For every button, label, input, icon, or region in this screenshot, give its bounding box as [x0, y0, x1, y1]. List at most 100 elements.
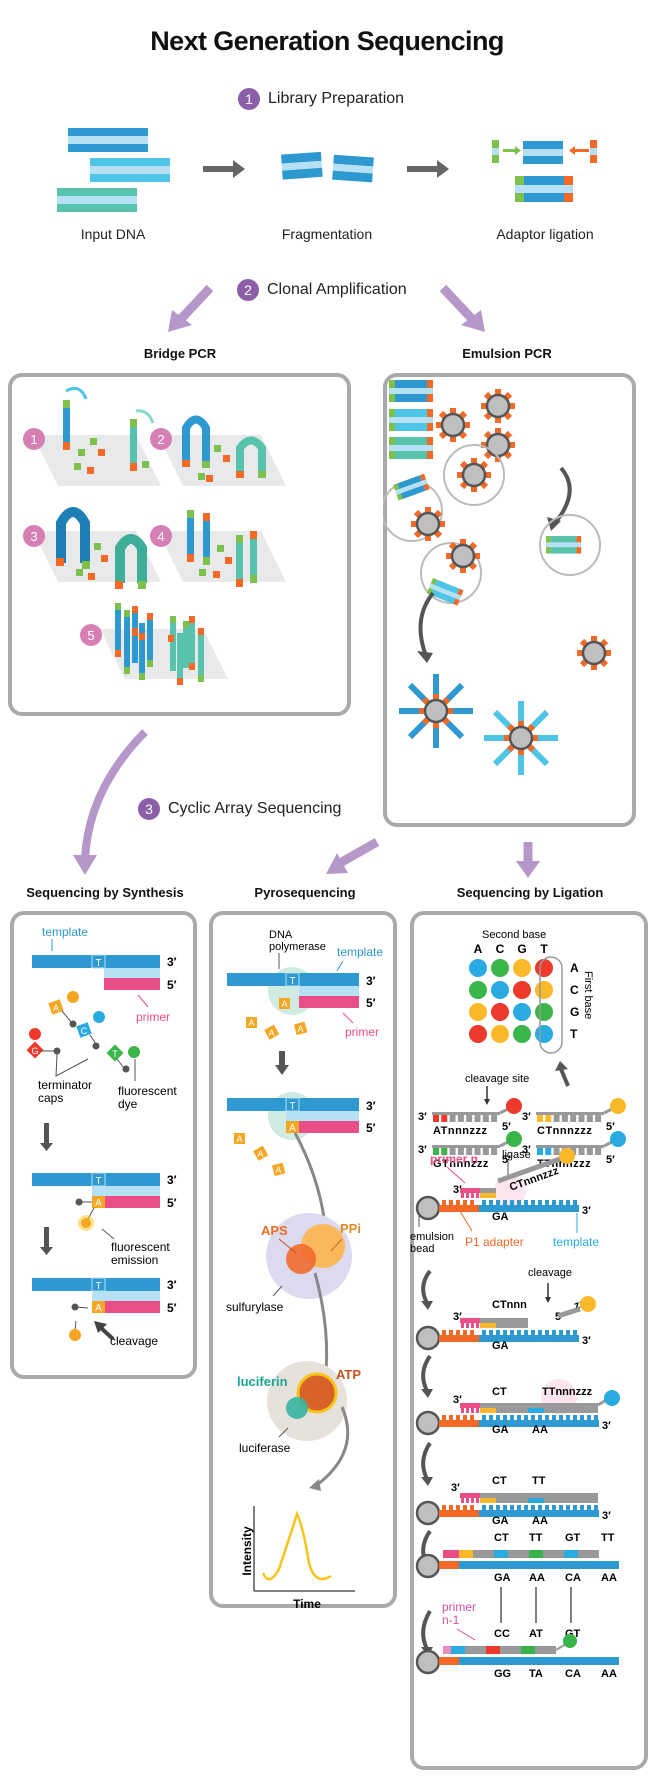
library-prep-graphic [57, 128, 597, 212]
svg-text:CT: CT [492, 1475, 507, 1487]
svg-text:GA: GA [492, 1211, 509, 1223]
svg-text:3′: 3′ [453, 1184, 462, 1196]
svg-text:A: A [53, 1003, 59, 1013]
emulsion-bead-label: emulsion [410, 1231, 454, 1243]
cleavage-label: cleavage [528, 1267, 572, 1279]
stage-number: 3 [30, 529, 37, 544]
ligase-label: ligase [502, 1149, 531, 1161]
page-title: Next Generation Sequencing [150, 26, 504, 56]
fluorescent-emission-icon [78, 1215, 94, 1231]
template-label: template [337, 945, 383, 959]
amplified-bead-icon [484, 701, 558, 775]
step-library-preparation: 1 Library Preparation [238, 88, 404, 110]
purple-arrow-icon [337, 838, 380, 867]
svg-text:5′: 5′ [606, 1121, 615, 1133]
step-label: Library Preparation [268, 90, 405, 107]
svg-text:5′: 5′ [606, 1154, 615, 1166]
bead-icon [434, 406, 472, 444]
svg-text:A: A [95, 1198, 102, 1209]
stage-number: 4 [157, 529, 164, 544]
svg-text:A: A [95, 1303, 102, 1314]
emulsion-bead-icon [415, 1410, 441, 1436]
svg-text:TTnnnzzz: TTnnnzzz [542, 1386, 593, 1398]
cleavage-arrow-icon [94, 1321, 115, 1341]
color-code-dot [469, 959, 487, 977]
svg-text:TT: TT [601, 1532, 615, 1544]
color-code-dot [513, 981, 531, 999]
svg-text:n-1: n-1 [442, 1613, 460, 1627]
template-label: template [553, 1235, 599, 1249]
bridge-stage-3: 3 [23, 507, 161, 589]
svg-text:CA: CA [565, 1668, 581, 1680]
emulsion-bead-icon [415, 1553, 441, 1579]
svg-text:A: A [289, 1123, 296, 1134]
synthesis-title: Sequencing by Synthesis [26, 885, 184, 900]
color-code-dot [513, 959, 531, 977]
amplified-bead-icon [399, 674, 473, 748]
svg-text:dye: dye [118, 1097, 138, 1111]
color-code-dot [535, 1003, 553, 1021]
color-code-dot [535, 981, 553, 999]
step-cyclic-array-sequencing: 3 Cyclic Array Sequencing [138, 798, 341, 820]
curved-arrow-icon [418, 591, 435, 654]
caption-adaptor-ligation: Adaptor ligation [496, 226, 594, 242]
svg-text:5′: 5′ [502, 1121, 511, 1133]
svg-text:CT: CT [492, 1386, 507, 1398]
caption-fragmentation: Fragmentation [281, 226, 373, 242]
pyro-title: Pyrosequencing [254, 885, 356, 900]
amplification-arrows [168, 284, 485, 332]
primer-strand [104, 978, 160, 990]
svg-text:3′: 3′ [366, 1099, 376, 1113]
svg-text:caps: caps [38, 1091, 63, 1105]
column-label: T [540, 942, 548, 956]
svg-text:T: T [95, 958, 101, 969]
svg-text:GTnnnzzz: GTnnnzzz [433, 1158, 489, 1170]
svg-text:3′: 3′ [602, 1420, 611, 1432]
sulfurylase-label: sulfurylase [226, 1300, 284, 1314]
svg-text:GT: GT [565, 1532, 581, 1544]
svg-text:GG: GG [494, 1668, 511, 1680]
svg-text:A: A [248, 1018, 254, 1028]
pyro-graphic: DNA polymerase template T 3′ 5′ primer A… [226, 929, 383, 1608]
svg-text:3′: 3′ [453, 1394, 462, 1406]
svg-text:CA: CA [565, 1572, 581, 1584]
emulsion-pcr-title: Emulsion PCR [462, 346, 552, 361]
luciferin-label: luciferin [237, 1374, 288, 1389]
dna-fragment-icon [389, 409, 433, 431]
step-number-badge: 3 [138, 798, 160, 820]
svg-text:3′: 3′ [582, 1205, 591, 1217]
luciferin-icon [286, 1397, 308, 1419]
svg-text:5′: 5′ [167, 1301, 177, 1315]
svg-text:AA: AA [601, 1572, 617, 1584]
column-label: C [496, 942, 505, 956]
svg-text:T: T [95, 1176, 101, 1187]
row-label: C [570, 983, 579, 997]
sequencing-arrows [73, 729, 540, 878]
highlight-column [539, 956, 563, 1054]
svg-text:TT: TT [529, 1532, 543, 1544]
svg-text:polymerase: polymerase [269, 941, 326, 953]
svg-text:5′: 5′ [366, 1121, 376, 1135]
bridge-stage-1: 1 [23, 386, 161, 486]
nucleotide-A-icon: A [48, 991, 79, 1028]
svg-text:3′: 3′ [602, 1510, 611, 1522]
synthesis-graphic: template T 3′ 5′ primer A C G T terminat… [26, 925, 177, 1348]
svg-text:3′: 3′ [582, 1335, 591, 1347]
svg-text:AA: AA [601, 1668, 617, 1680]
second-base-label: Second base [482, 929, 546, 941]
svg-text:TA: TA [529, 1668, 543, 1680]
svg-text:T: T [95, 1281, 101, 1292]
x-axis-label: Time [293, 1597, 321, 1608]
ligase-icon [494, 1175, 526, 1207]
nucleotide-G-icon: G [26, 1028, 61, 1059]
svg-text:A: A [268, 1028, 274, 1038]
cleavage-site-label: cleavage site [465, 1073, 529, 1085]
svg-text:A: A [236, 1134, 242, 1144]
curved-arrow-icon [421, 1609, 432, 1650]
svg-text:CTnnnzzz: CTnnnzzz [537, 1125, 592, 1137]
svg-text:CT: CT [494, 1532, 509, 1544]
svg-text:GA: GA [494, 1572, 511, 1584]
color-code-dot [469, 981, 487, 999]
column-label: A [474, 942, 483, 956]
